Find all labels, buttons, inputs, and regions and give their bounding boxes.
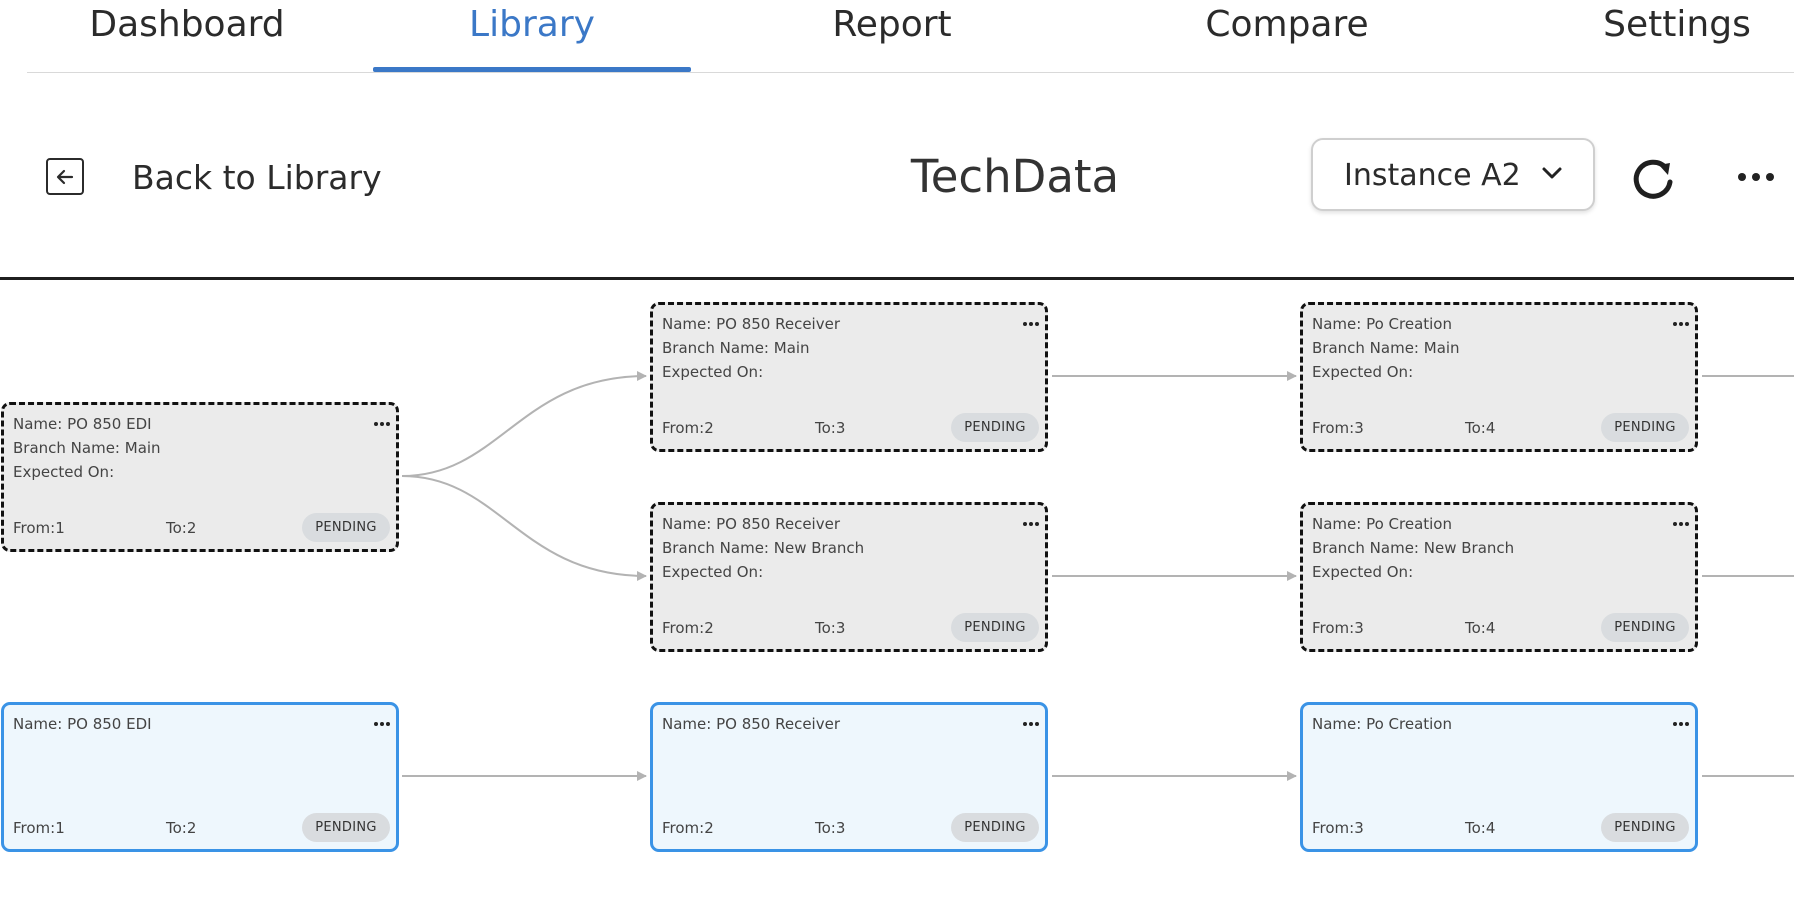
node-menu-icon[interactable] (1671, 517, 1691, 531)
refresh-icon (1633, 159, 1673, 199)
instance-dropdown-value: Instance A2 (1344, 158, 1521, 193)
node-expected: Expected On: (662, 563, 764, 581)
node-branch: Branch Name: Main (662, 339, 810, 357)
node-name: Name: Po Creation (1312, 715, 1452, 733)
back-button[interactable] (46, 158, 84, 195)
tab-report[interactable]: Report (832, 4, 952, 45)
node-menu-icon[interactable] (1021, 717, 1041, 731)
tab-dashboard[interactable]: Dashboard (89, 4, 285, 45)
node-menu-icon[interactable] (1021, 517, 1041, 531)
flow-node-po-creation-main[interactable]: Name: Po Creation Branch Name: Main Expe… (1300, 302, 1698, 452)
node-to: To:2 (166, 819, 197, 837)
flow-node-po850-receiver-main[interactable]: Name: PO 850 Receiver Branch Name: Main … (650, 302, 1048, 452)
node-branch: Branch Name: New Branch (662, 539, 865, 557)
tab-compare[interactable]: Compare (1205, 4, 1369, 45)
node-name: Name: PO 850 Receiver (662, 715, 840, 733)
edge-edi-to-receiver-main (401, 371, 647, 477)
node-from: From:3 (1312, 619, 1364, 637)
node-expected: Expected On: (1312, 563, 1414, 581)
status-badge: PENDING (1601, 813, 1689, 842)
node-to: To:4 (1465, 419, 1496, 437)
flow-node-po850-edi-blue[interactable]: Name: PO 850 EDI From:1 To:2 PENDING (1, 702, 399, 852)
node-from: From:2 (662, 819, 714, 837)
node-to: To:3 (815, 619, 846, 637)
node-expected: Expected On: (13, 463, 115, 481)
node-to: To:4 (1465, 819, 1496, 837)
node-from: From:3 (1312, 819, 1364, 837)
arrow-left-icon (56, 169, 74, 185)
status-badge: PENDING (951, 613, 1039, 642)
status-badge: PENDING (1601, 413, 1689, 442)
node-from: From:1 (13, 819, 65, 837)
node-to: To:2 (166, 519, 197, 537)
node-to: To:3 (815, 419, 846, 437)
node-menu-icon[interactable] (1671, 317, 1691, 331)
flow-node-po-creation-blue[interactable]: Name: Po Creation From:3 To:4 PENDING (1300, 702, 1698, 852)
chevron-down-icon (1542, 167, 1562, 179)
node-name: Name: Po Creation (1312, 315, 1452, 333)
node-branch: Branch Name: Main (1312, 339, 1460, 357)
node-expected: Expected On: (662, 363, 764, 381)
edge-edi-to-receiver-newbranch (401, 475, 647, 581)
status-badge: PENDING (302, 513, 390, 542)
node-menu-icon[interactable] (372, 417, 392, 431)
node-from: From:3 (1312, 419, 1364, 437)
node-menu-icon[interactable] (1021, 317, 1041, 331)
node-from: From:2 (662, 419, 714, 437)
tab-settings[interactable]: Settings (1603, 4, 1751, 45)
node-name: Name: PO 850 Receiver (662, 315, 840, 333)
node-expected: Expected On: (1312, 363, 1414, 381)
node-from: From:2 (662, 619, 714, 637)
page-title: TechData (910, 150, 1120, 203)
flow-node-po850-receiver-blue[interactable]: Name: PO 850 Receiver From:2 To:3 PENDIN… (650, 702, 1048, 852)
more-horizontal-icon (1738, 173, 1774, 181)
more-options-button[interactable] (1735, 165, 1777, 189)
node-name: Name: PO 850 EDI (13, 715, 152, 733)
status-badge: PENDING (951, 413, 1039, 442)
node-from: From:1 (13, 519, 65, 537)
header-divider (0, 277, 1794, 280)
flow-node-po850-edi[interactable]: Name: PO 850 EDI Branch Name: Main Expec… (1, 402, 399, 552)
main-tab-bar: Dashboard Library Report Compare Setting… (27, 0, 1794, 73)
active-tab-indicator (373, 67, 691, 72)
flow-node-po850-receiver-newbranch[interactable]: Name: PO 850 Receiver Branch Name: New B… (650, 502, 1048, 652)
node-to: To:4 (1465, 619, 1496, 637)
instance-dropdown[interactable]: Instance A2 (1311, 138, 1595, 211)
flow-node-po-creation-newbranch[interactable]: Name: Po Creation Branch Name: New Branc… (1300, 502, 1698, 652)
status-badge: PENDING (951, 813, 1039, 842)
node-menu-icon[interactable] (1671, 717, 1691, 731)
status-badge: PENDING (1601, 613, 1689, 642)
node-name: Name: PO 850 Receiver (662, 515, 840, 533)
node-to: To:3 (815, 819, 846, 837)
node-branch: Branch Name: New Branch (1312, 539, 1515, 557)
tab-library[interactable]: Library (469, 4, 595, 45)
node-menu-icon[interactable] (372, 717, 392, 731)
node-name: Name: Po Creation (1312, 515, 1452, 533)
status-badge: PENDING (302, 813, 390, 842)
refresh-button[interactable] (1630, 154, 1678, 202)
node-name: Name: PO 850 EDI (13, 415, 152, 433)
node-branch: Branch Name: Main (13, 439, 161, 457)
back-to-library-link[interactable]: Back to Library (132, 158, 382, 197)
